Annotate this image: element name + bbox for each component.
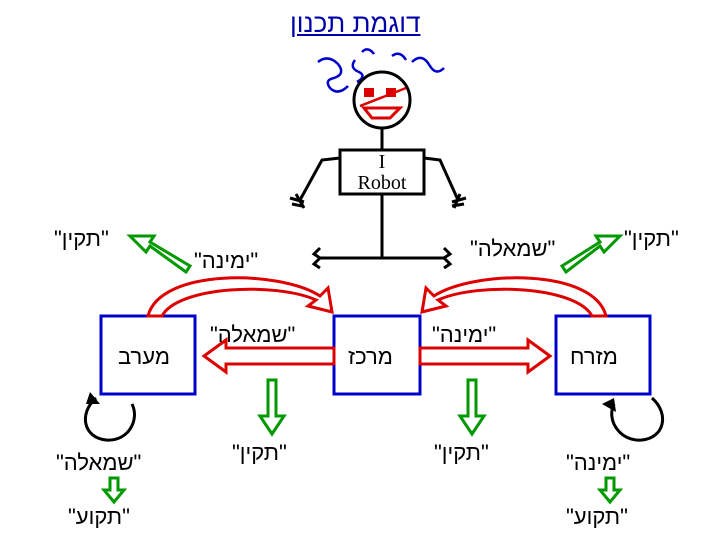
arrow-fix-down-left [257, 378, 287, 437]
box-west [99, 314, 197, 396]
robot-head [352, 70, 412, 150]
robot-label-line1: I [378, 151, 386, 173]
label-fix-right: "תקין" [624, 226, 679, 251]
label-east-self: "ימינה" [566, 450, 631, 475]
box-west-label: מערב [118, 344, 170, 369]
label-fix-mid-right: "תקין" [434, 440, 489, 465]
robot-hair [317, 48, 445, 93]
arrow-stuck-down-left [100, 476, 128, 505]
arrow-fix-up-left [126, 234, 193, 275]
arrow-fix-up-right [559, 234, 624, 275]
label-west-self: "שמאלה" [56, 450, 142, 475]
arrow-center-to-east [418, 337, 553, 375]
arrow-center-to-west [201, 337, 336, 375]
robot-label: I Robot [342, 152, 422, 194]
box-center-label: מרכז [348, 344, 393, 369]
label-stuck-right: "תקוע" [566, 504, 628, 529]
self-loop-east [610, 396, 664, 442]
arrow-curved-west-to-center [146, 276, 334, 318]
robot-label-line2: Robot [357, 172, 407, 194]
robot-body [338, 148, 426, 196]
self-loop-west [84, 396, 136, 442]
arrow-stuck-down-right [596, 476, 624, 505]
robot-legs [311, 194, 453, 270]
label-fix-mid-left: "תקין" [232, 440, 287, 465]
label-fix-left: "תקין" [54, 226, 109, 251]
label-left-turn-top: "שמאלה" [470, 236, 556, 261]
box-east-label: מזרח [570, 344, 618, 369]
robot-arms [289, 156, 467, 209]
arrow-fix-down-right [457, 378, 487, 437]
arrow-curved-east-to-center [420, 276, 608, 318]
page-title: דוגמת תכנון [290, 8, 421, 38]
label-right-turn-mid: "ימינה" [432, 322, 497, 347]
self-loop-east-head [602, 398, 616, 412]
self-loop-west-head [86, 392, 100, 404]
box-center [332, 314, 422, 396]
box-east [554, 314, 652, 396]
label-left-turn-mid: "שמאלה" [210, 322, 296, 347]
label-stuck-left: "תקוע" [68, 504, 130, 529]
label-right-turn-top: "ימינה" [194, 248, 259, 273]
